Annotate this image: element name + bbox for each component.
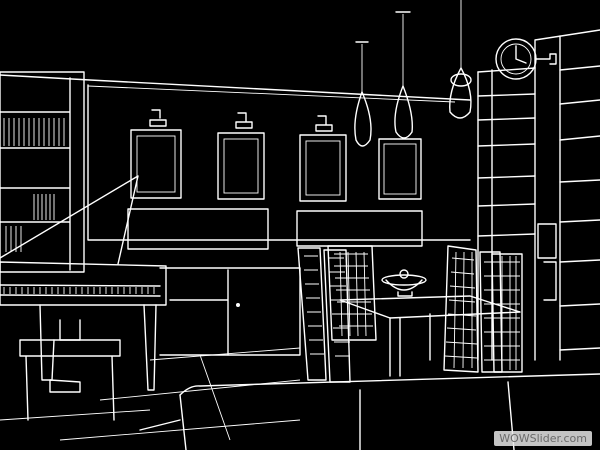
ceiling-line xyxy=(0,74,471,101)
dining-chair-6 xyxy=(491,253,523,373)
pendant-lamp-1 xyxy=(354,41,372,147)
dining-chair-5 xyxy=(479,251,503,373)
floor-tiles xyxy=(0,347,301,441)
pendant-lamp-3 xyxy=(449,0,472,119)
picture-frame-2 xyxy=(217,112,265,200)
dining-chair-1 xyxy=(297,247,327,381)
dining-table xyxy=(339,269,521,377)
dining-chair-2 xyxy=(323,249,351,383)
dining-chair-4 xyxy=(443,245,479,373)
picture-frame-3 xyxy=(299,115,347,202)
back-wall-outline xyxy=(87,84,471,241)
watermark-label: WOWSlider.com xyxy=(494,431,592,446)
picture-frame-1 xyxy=(130,109,182,199)
wall-clock xyxy=(495,38,557,80)
picture-frame-4 xyxy=(378,138,422,200)
bookshelf xyxy=(0,71,85,273)
right-cabinets xyxy=(477,29,600,361)
wall-panels xyxy=(127,208,423,356)
grand-piano xyxy=(0,175,167,421)
dining-chair-3 xyxy=(327,245,377,341)
pendant-lamp-2 xyxy=(394,11,413,139)
cornice-line xyxy=(87,85,456,103)
